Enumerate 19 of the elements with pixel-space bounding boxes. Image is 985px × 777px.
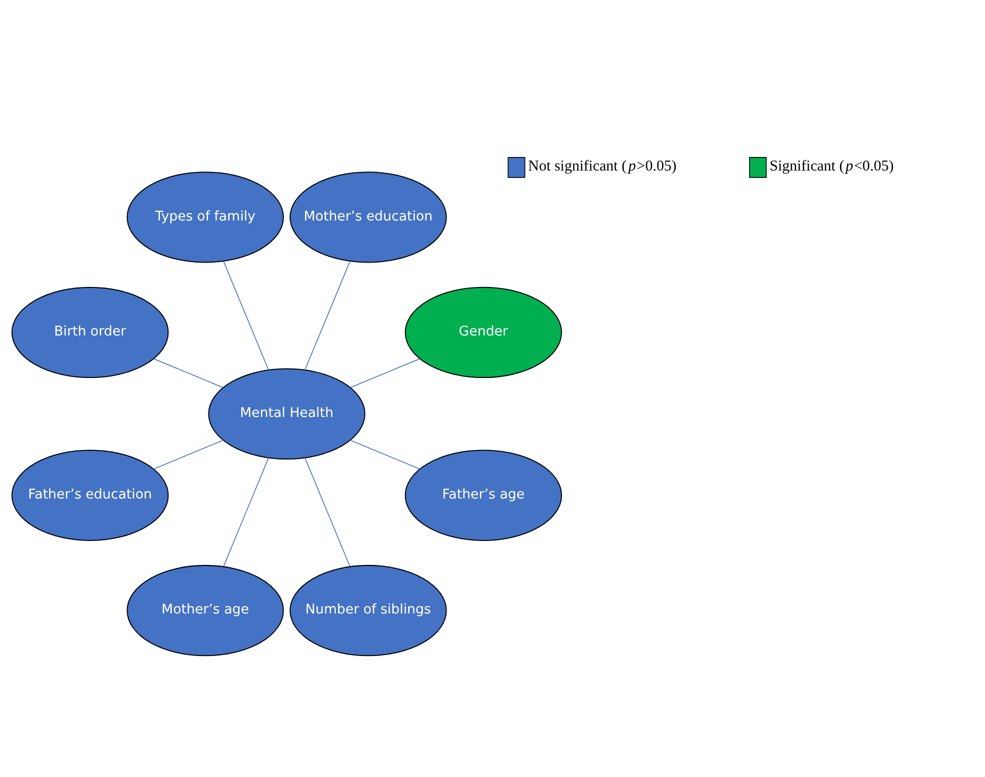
node-ellipse: Father’s education: [11, 449, 169, 540]
legend-label: Not significant (p>0.05): [528, 158, 677, 174]
connector: [304, 260, 350, 370]
node-ellipse: Father’s age: [404, 449, 562, 540]
node-ellipse: Mother’s education: [290, 171, 447, 262]
node-ellipse: Gender: [404, 286, 562, 378]
legend-label: Significant (p<0.05): [770, 158, 894, 174]
node-ellipse: Birth order: [11, 286, 169, 378]
connector: [350, 358, 420, 388]
node-ellipse: Mental Health: [208, 368, 366, 459]
connector: [350, 439, 420, 469]
connector: [153, 439, 224, 469]
node-ellipse: Mother’s age: [126, 564, 284, 656]
node-ellipse: Types of family: [126, 171, 284, 262]
connector: [223, 260, 269, 370]
connector: [304, 456, 350, 566]
node-ellipse: Number of siblings: [290, 564, 447, 656]
connector: [223, 456, 269, 566]
connector: [153, 358, 224, 388]
